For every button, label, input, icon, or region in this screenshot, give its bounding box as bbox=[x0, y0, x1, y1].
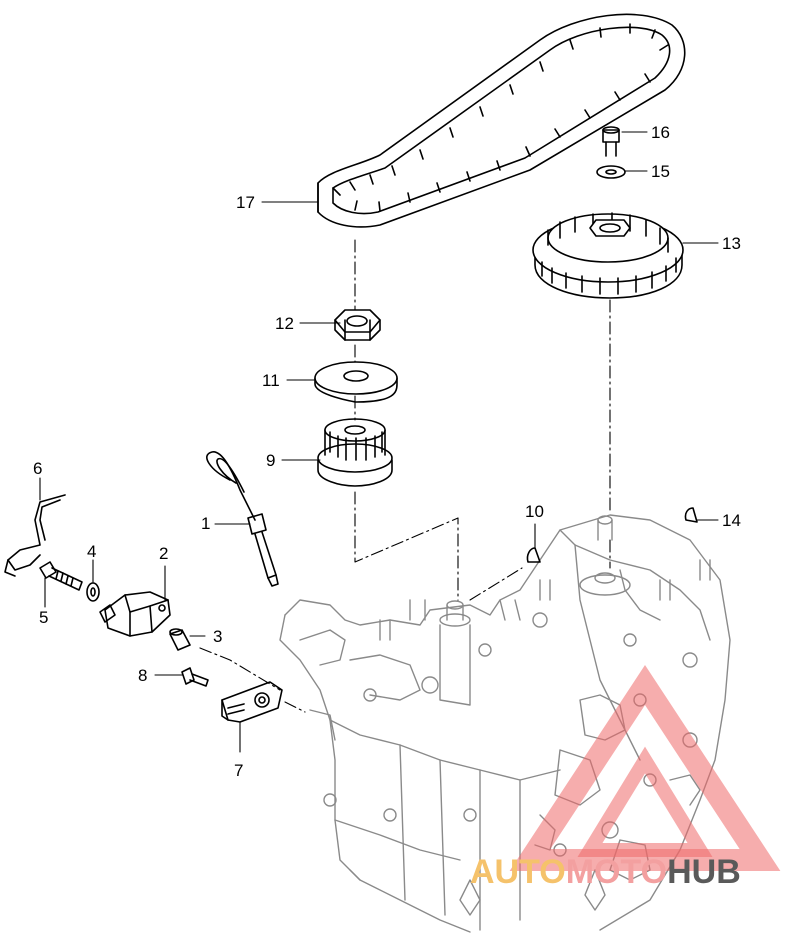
washer-large bbox=[314, 361, 398, 403]
nut bbox=[334, 309, 381, 341]
callout-6: 6 bbox=[33, 459, 43, 478]
mount-bracket bbox=[99, 591, 171, 637]
spacer-washer bbox=[86, 582, 100, 602]
callout-12: 12 bbox=[275, 314, 294, 333]
watermark-auto: AUTO bbox=[470, 853, 566, 891]
callout-16: 16 bbox=[651, 123, 670, 142]
dipstick bbox=[206, 451, 279, 587]
bolt bbox=[602, 126, 620, 157]
small-pulley bbox=[317, 418, 393, 487]
long-bolt bbox=[39, 561, 83, 591]
leader-lines bbox=[39, 131, 719, 753]
callout-2: 2 bbox=[159, 544, 169, 563]
callout-1: 1 bbox=[201, 514, 211, 533]
callout-15: 15 bbox=[651, 162, 670, 181]
plate-bracket bbox=[221, 681, 283, 723]
spring-clip bbox=[4, 494, 66, 577]
timing-belt bbox=[317, 13, 686, 228]
callout-7: 7 bbox=[234, 761, 244, 780]
callout-9: 9 bbox=[266, 451, 276, 470]
callout-14: 14 bbox=[722, 511, 741, 530]
watermark-logo: AUTOMOTOHUB bbox=[470, 853, 741, 892]
callout-8: 8 bbox=[138, 666, 148, 685]
callout-11: 11 bbox=[262, 371, 280, 390]
watermark-hub: HUB bbox=[667, 853, 741, 891]
callout-3: 3 bbox=[213, 627, 223, 646]
callout-5: 5 bbox=[39, 608, 49, 627]
callout-13: 13 bbox=[722, 234, 741, 253]
spacer bbox=[169, 628, 191, 651]
callout-17: 17 bbox=[236, 193, 255, 212]
watermark-triangle bbox=[509, 664, 781, 871]
callout-10: 10 bbox=[525, 502, 544, 521]
callout-4: 4 bbox=[87, 542, 97, 561]
small-bolt bbox=[181, 667, 209, 687]
washer-small bbox=[596, 165, 626, 179]
woodruff-key-10 bbox=[526, 547, 541, 563]
large-pulley bbox=[532, 212, 684, 299]
alignment-lines bbox=[199, 239, 611, 713]
watermark-moto: MOTO bbox=[565, 853, 668, 891]
woodruff-key-14 bbox=[684, 507, 698, 523]
